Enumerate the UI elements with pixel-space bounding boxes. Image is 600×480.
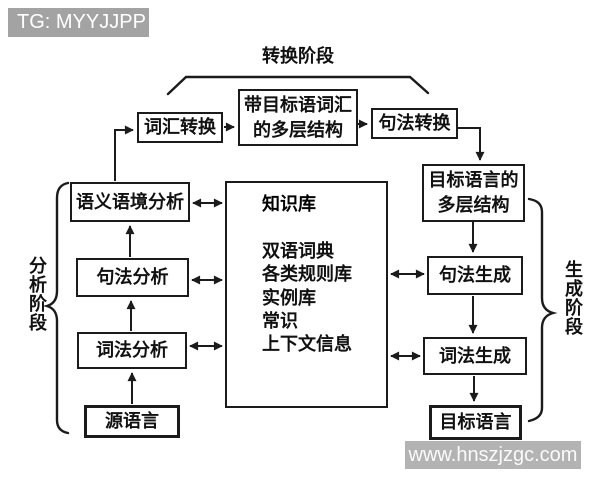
box-target-vocab-structure-line2: 的多层结构 — [253, 119, 343, 140]
box-syntax-transfer-label: 句法转换 — [378, 113, 451, 133]
corner-tag-badge: TG: MYYJJPP — [8, 8, 149, 37]
generation-phase-label: 生成阶段 — [563, 260, 583, 336]
knowledge-base-item: 双语词典 — [262, 241, 334, 261]
analysis-phase-label: 分析阶段 — [27, 256, 47, 332]
analysis-phase-brace — [42, 181, 70, 435]
box-syntax-generation: 句法生成 — [427, 256, 523, 295]
watermark-url: www.hnszjzgc.com — [408, 443, 578, 466]
arrow-semantic-to-lexical-transfer — [114, 125, 134, 181]
box-target-structure-line2: 多层结构 — [437, 195, 510, 215]
box-source-language: 源语言 — [84, 405, 180, 438]
box-lexical-analysis-label: 词法分析 — [96, 340, 168, 360]
box-target-structure: 目标语言的 多层结构 — [422, 164, 525, 222]
box-source-language-label: 源语言 — [105, 411, 159, 431]
transfer-phase-label: 转换阶段 — [262, 46, 334, 66]
box-syntax-analysis: 句法分析 — [76, 258, 189, 297]
knowledge-base-item: 常识 — [262, 310, 298, 331]
box-target-language: 目标语言 — [429, 405, 522, 440]
box-syntax-transfer: 句法转换 — [371, 108, 458, 139]
corner-tag-label: TG: MYYJJPP — [17, 11, 146, 33]
box-target-language-label: 目标语言 — [439, 412, 512, 432]
generation-phase-brace — [527, 197, 558, 423]
box-lexical-transfer-label: 词汇转换 — [144, 117, 216, 137]
box-target-vocab-structure: 带目标语词汇 的多层结构 — [238, 89, 358, 146]
knowledge-base-title: 知识库 — [262, 194, 316, 214]
box-target-structure-line1: 目标语言的 — [428, 170, 519, 190]
knowledge-base-item: 各类规则库 — [262, 264, 352, 285]
box-semantic-context-analysis: 语义语境分析 — [70, 182, 190, 222]
box-lexical-transfer: 词汇转换 — [137, 112, 223, 143]
box-lexical-analysis: 词法分析 — [77, 332, 187, 369]
transfer-phase-overbrace — [166, 75, 430, 96]
knowledge-base-item-list: 双语词典 各类规则库 实例库 常识 上下文信息 — [262, 240, 352, 356]
box-lexical-generation-label: 词法生成 — [439, 345, 511, 366]
watermark-band: www.hnszjzgc.com — [405, 441, 581, 469]
knowledge-base-item: 实例库 — [262, 287, 316, 308]
arrow-syntax-transfer-to-target-structure — [458, 127, 485, 161]
knowledge-base-item: 上下文信息 — [262, 334, 352, 355]
box-syntax-generation-label: 句法生成 — [439, 265, 511, 285]
box-syntax-analysis-label: 句法分析 — [96, 267, 169, 287]
box-semantic-context-analysis-label: 语义语境分析 — [76, 191, 184, 212]
box-knowledge-base — [225, 181, 388, 408]
box-lexical-generation: 词法生成 — [423, 337, 527, 375]
box-target-vocab-structure-line1: 带目标语词汇 — [244, 94, 352, 115]
